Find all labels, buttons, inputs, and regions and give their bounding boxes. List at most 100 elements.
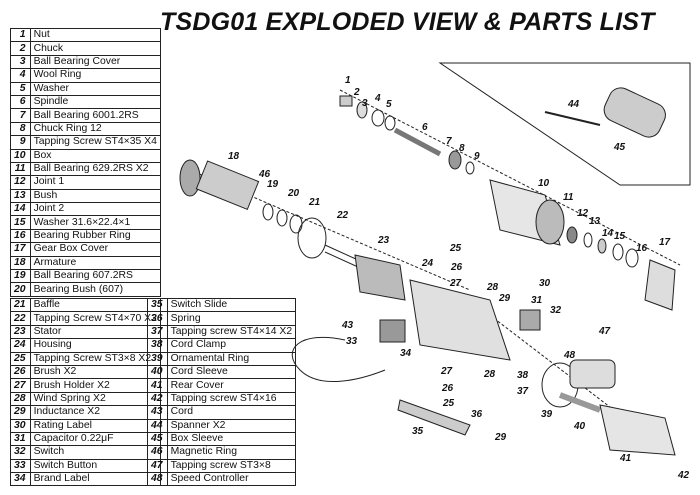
housing-shape: [409, 279, 511, 361]
part-number: 35: [147, 297, 168, 313]
callout-label: 29: [495, 432, 507, 443]
part-number: 5: [10, 81, 31, 96]
box-sleeve-shape: [603, 87, 666, 138]
cord-shape: [291, 336, 386, 383]
callout-label: 40: [574, 421, 586, 432]
part-name: Brand Label: [29, 472, 161, 487]
callout-label: 27: [450, 278, 462, 289]
part-name: Ball Bearing 607.2RS: [29, 269, 161, 284]
part-number: 15: [10, 215, 31, 230]
gear-box-cover-shape: [644, 259, 676, 311]
part-name: Tapping screw ST3×8: [166, 458, 297, 474]
part-name: Nut: [29, 27, 161, 43]
callout-label: 16: [636, 243, 648, 254]
callout-label: 41: [620, 453, 632, 464]
part-name: Switch Button: [29, 458, 161, 474]
callout-label: 5: [386, 99, 392, 110]
callout-label: 36: [471, 409, 483, 420]
part-name: Brush Holder X2: [29, 378, 161, 393]
part-number: 44: [147, 418, 168, 433]
callout-label: 25: [443, 398, 455, 409]
callout-label: 47: [599, 326, 611, 337]
callout-label: 15: [614, 231, 626, 242]
part-number: 18: [10, 255, 31, 271]
part-number: 16: [10, 228, 31, 244]
part-name: Tapping screw ST4×14 X2: [166, 324, 297, 340]
callout-label: 19: [267, 179, 279, 190]
switch-slide-shape: [397, 399, 471, 436]
part-number: 32: [10, 445, 31, 460]
part-number: 39: [147, 351, 168, 366]
part-name: Wind Spring X2: [29, 391, 161, 407]
part-number: 20: [10, 282, 31, 297]
callout-label: 45: [614, 142, 626, 153]
part-number: 24: [10, 338, 31, 353]
part-number: 9: [10, 135, 31, 150]
callout-label: 28: [487, 282, 499, 293]
callout-label: 31: [531, 295, 543, 306]
part-name: Ornamental Ring: [166, 351, 297, 366]
page-title: TSDG01 EXPLODED VIEW & PARTS LIST: [160, 8, 655, 36]
callout-label: 32: [550, 305, 562, 316]
part-name: Tapping screw ST4×16: [166, 391, 297, 407]
part-number: 23: [10, 324, 31, 340]
callout-label: 44: [568, 99, 580, 110]
callout-label: 21: [309, 197, 321, 208]
part-number: 30: [10, 418, 31, 433]
callout-label: 38: [517, 370, 529, 381]
callout-label: 18: [228, 151, 240, 162]
part-number: 11: [10, 161, 31, 177]
part-name: Inductance X2: [29, 405, 161, 420]
part-name: Cord Clamp: [166, 338, 297, 353]
chuck-shape: [339, 95, 353, 107]
part-number: 33: [10, 458, 31, 474]
part-number: 25: [10, 351, 31, 366]
part-name: Tapping Screw ST4×35 X4: [29, 135, 161, 150]
part-name: Wool Ring: [29, 68, 161, 83]
callout-label: 35: [412, 426, 424, 437]
part-number: 37: [147, 324, 168, 340]
part-number: 13: [10, 188, 31, 204]
part-number: 36: [147, 311, 168, 326]
armature-shape: [179, 159, 201, 197]
part-number: 17: [10, 242, 31, 257]
callout-label: 37: [517, 386, 529, 397]
callout-label: 30: [539, 278, 551, 289]
part-name: Washer 31.6×22.4×1: [29, 215, 161, 230]
part-name: Joint 2: [29, 202, 161, 217]
part-name: Capacitor 0.22μF: [29, 431, 161, 447]
spanner-shape: [544, 111, 601, 126]
part-name: Joint 1: [29, 175, 161, 190]
part-number: 45: [147, 431, 168, 447]
part-name: Ball Bearing Cover: [29, 54, 161, 70]
part-number: 14: [10, 202, 31, 217]
part-name: Spring: [166, 311, 297, 326]
part-name: Brush X2: [29, 364, 161, 380]
part-number: 46: [147, 445, 168, 460]
part-name: Chuck Ring 12: [29, 121, 161, 137]
part-number: 21: [10, 297, 31, 313]
spindle-shape: [393, 127, 442, 157]
part-name: Spindle: [29, 94, 161, 110]
part-number: 29: [10, 405, 31, 420]
